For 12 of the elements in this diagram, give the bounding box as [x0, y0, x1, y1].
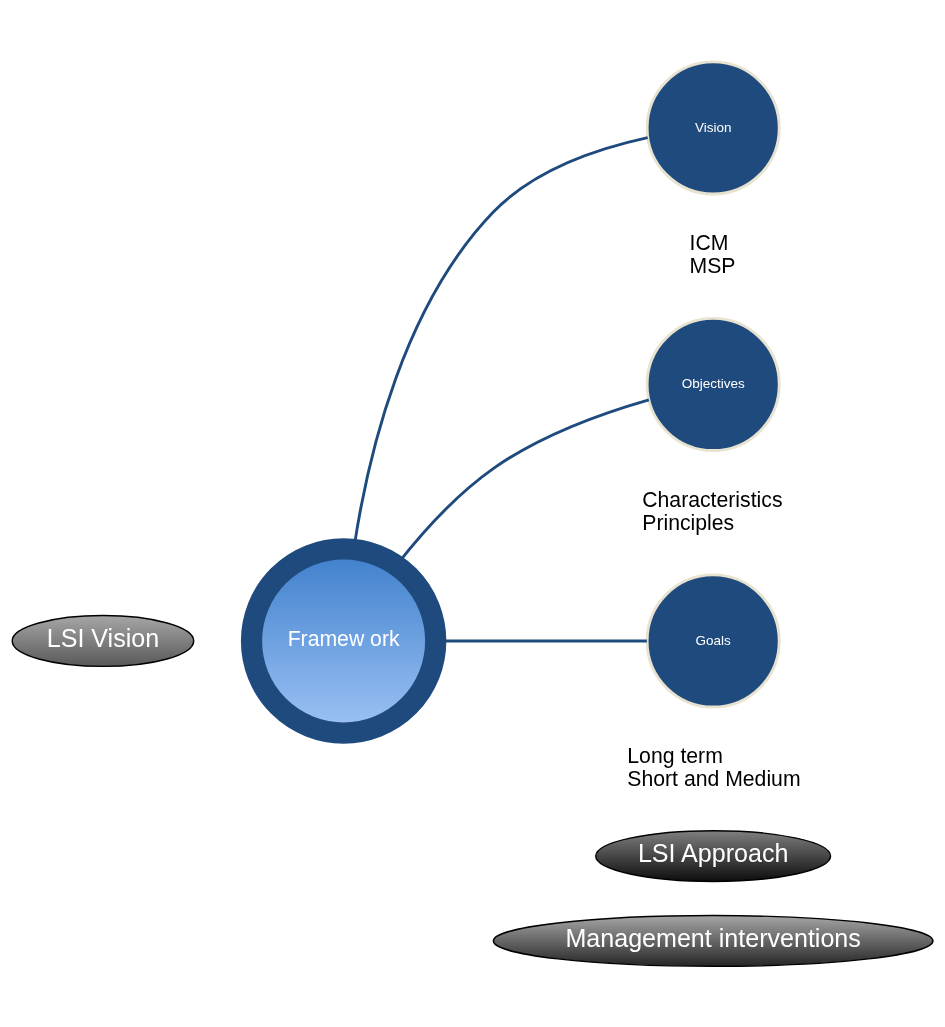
node-label: ICM — [689, 230, 729, 254]
node-label: MSP — [689, 253, 736, 277]
node-label: Long term — [627, 743, 723, 767]
node-circle: Framew ork — [240, 537, 447, 744]
node-circle: Goals — [645, 572, 781, 708]
node-circle: Objectives — [645, 316, 781, 452]
node-ellipse: LSI Approach — [595, 829, 832, 882]
node-circle: Vision — [645, 59, 781, 195]
node-label: Principles — [642, 510, 735, 534]
node-ellipse: Management interventions — [492, 914, 934, 967]
node-label: Characteristics — [642, 487, 783, 511]
node-ellipse: LSI Vision — [11, 614, 195, 667]
